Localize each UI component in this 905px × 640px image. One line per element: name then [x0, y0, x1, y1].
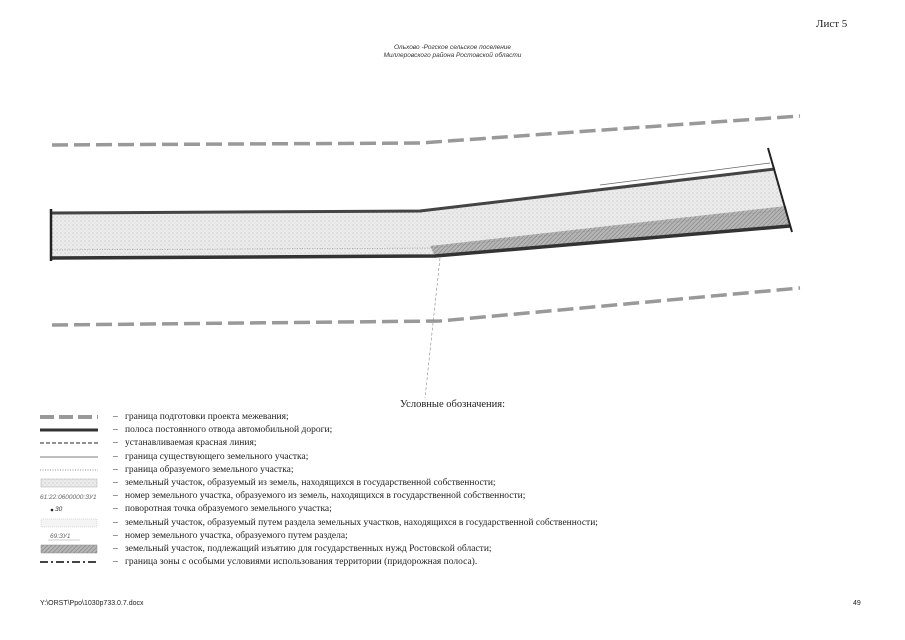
legend-dash: –: [113, 451, 118, 462]
new-boundary-symbol: [40, 469, 98, 471]
legend-text: земельный участок, подлежащий изъятию дл…: [125, 543, 492, 554]
road-strip-symbol: [40, 428, 98, 432]
legend-dash: –: [113, 438, 118, 449]
sheet-number: Лист 5: [816, 18, 848, 30]
legend-text: граница подготовки проекта межевания;: [125, 412, 289, 422]
plot-number-sample: 61:22:0600000:ЗУ1: [40, 494, 97, 501]
plot-number-symbol: 61:22:0600000:ЗУ1: [40, 494, 97, 501]
legend: – граница подготовки проекта межевания; …: [40, 411, 880, 569]
dashed-boundary-symbol: [40, 415, 98, 419]
legend-row: – граница образуемого земельного участка…: [40, 464, 880, 477]
divided-plot-number-sample: 69:ЗУ1: [50, 533, 71, 540]
legend-dash: –: [113, 412, 118, 422]
legend-row: – земельный участок, образуемый путем ра…: [40, 517, 880, 530]
turning-point-dot: [50, 509, 54, 512]
legend-text: номер земельного участка, образуемого из…: [125, 491, 526, 502]
road-end-right: [767, 147, 793, 233]
legend-row: – устанавливаемая красная линия;: [40, 437, 880, 450]
roadside-zone-symbol: [40, 561, 98, 564]
page-number: 49: [853, 600, 861, 607]
existing-plot-boundary: [599, 162, 771, 186]
legend-title: Условные обозначения:: [400, 399, 506, 410]
turning-point-symbol: 30: [50, 506, 63, 513]
legend-text: устанавливаемая красная линия;: [125, 438, 257, 449]
legend-dash: –: [113, 425, 118, 436]
legend-dash: –: [113, 464, 118, 475]
legend-row: – земельный участок, образуемый из земел…: [40, 477, 880, 490]
legend-text: граница существующего земельного участка…: [125, 451, 309, 462]
inner-boundary-line: [51, 209, 785, 251]
file-path: Y:\ORST\Ppo\1030p733.0.7.docx: [40, 600, 144, 607]
legend-dash: –: [113, 504, 118, 515]
map-title-line-1: Ольхово -Рогское сельское поселение: [393, 44, 512, 51]
legend-text: граница образуемого земельного участка;: [125, 464, 294, 475]
legend-text: граница зоны с особыми условиями использ…: [125, 557, 478, 568]
road-edge-bottom: [51, 224, 791, 260]
legend-text: земельный участок, образуемый из земель,…: [125, 477, 496, 488]
legend-dash: –: [113, 477, 118, 488]
legend-dash: –: [113, 557, 118, 568]
legend-text: поворотная точка образуемого земельного …: [125, 504, 332, 515]
map-title: Ольхово -Рогское сельское поселение Милл…: [300, 44, 605, 60]
map-title-line-2: Миллеровского района Ростовской области: [383, 52, 522, 59]
project-boundary-top: [51, 114, 801, 147]
project-boundary-bottom: [51, 286, 801, 327]
legend-text: земельный участок, образуемый путем разд…: [125, 517, 598, 528]
withdrawal-hatch-symbol: [40, 544, 98, 554]
road-edge-top: [51, 167, 776, 215]
survey-map: [49, 114, 801, 399]
legend-row: – граница зоны с особыми условиями испол…: [40, 556, 880, 569]
turning-point-sample: 30: [55, 506, 63, 513]
divided-plot-fill-symbol: [40, 518, 98, 527]
legend-dash: –: [113, 530, 118, 541]
legend-row: – полоса постоянного отвода автомобильно…: [40, 424, 880, 437]
existing-boundary-symbol: [40, 456, 98, 457]
legend-row: – земельный участок, подлежащий изъятию …: [40, 543, 880, 556]
legend-row: 61:22:0600000:ЗУ1 – номер земельного уча…: [40, 490, 880, 503]
legend-row: 30 – поворотная точка образуемого земель…: [40, 503, 880, 516]
red-line-symbol: [40, 442, 98, 444]
divided-plot-number-symbol: 69:ЗУ1: [48, 533, 80, 540]
legend-dash: –: [113, 517, 118, 528]
leader-line: [424, 257, 441, 399]
state-plot-fill-symbol: [40, 478, 98, 488]
withdrawal-strip: [430, 206, 790, 256]
legend-row: – граница существующего земельного участ…: [40, 451, 880, 464]
legend-row: – граница подготовки проекта межевания;: [40, 411, 880, 424]
legend-dash: –: [113, 491, 118, 502]
legend-row: 69:ЗУ1 – номер земельного участка, образ…: [40, 530, 880, 543]
legend-text: полоса постоянного отвода автомобильной …: [125, 425, 333, 436]
legend-text: номер земельного участка, образуемого пу…: [125, 530, 348, 541]
legend-dash: –: [113, 543, 118, 554]
